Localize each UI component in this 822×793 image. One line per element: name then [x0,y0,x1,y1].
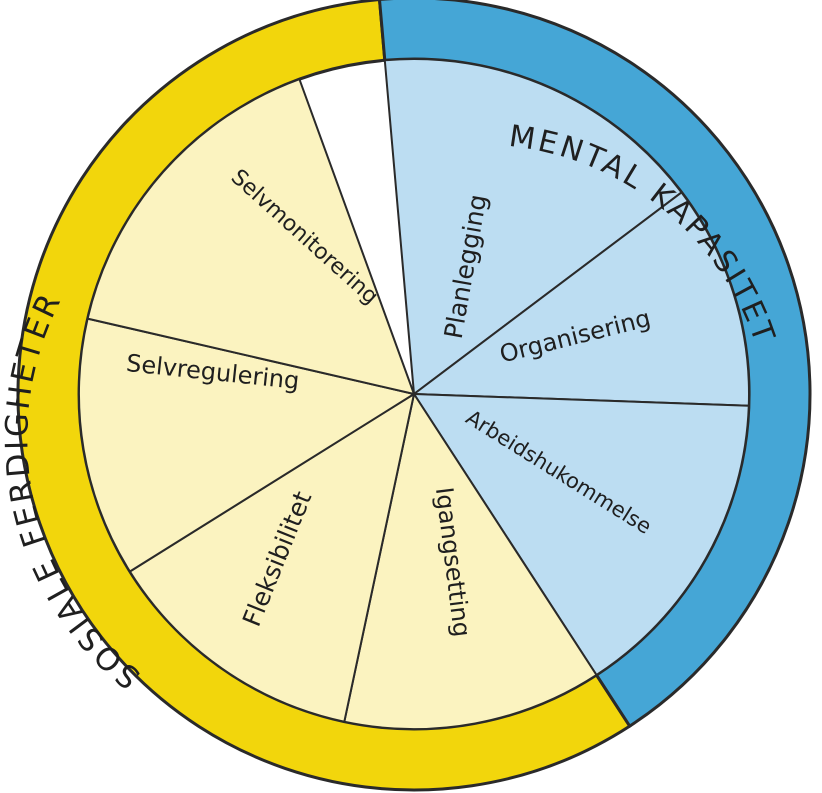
segment-selvregulering [78,317,415,573]
segment-igangsetting [343,393,598,731]
segment-planlegging [383,58,683,395]
wheel-segments [78,58,750,731]
segment-arbeidshukommelse [413,393,750,676]
segment-selvmonitorering [86,78,415,395]
segment-fleksibilitet [128,393,415,723]
segment-organisering [413,191,750,407]
